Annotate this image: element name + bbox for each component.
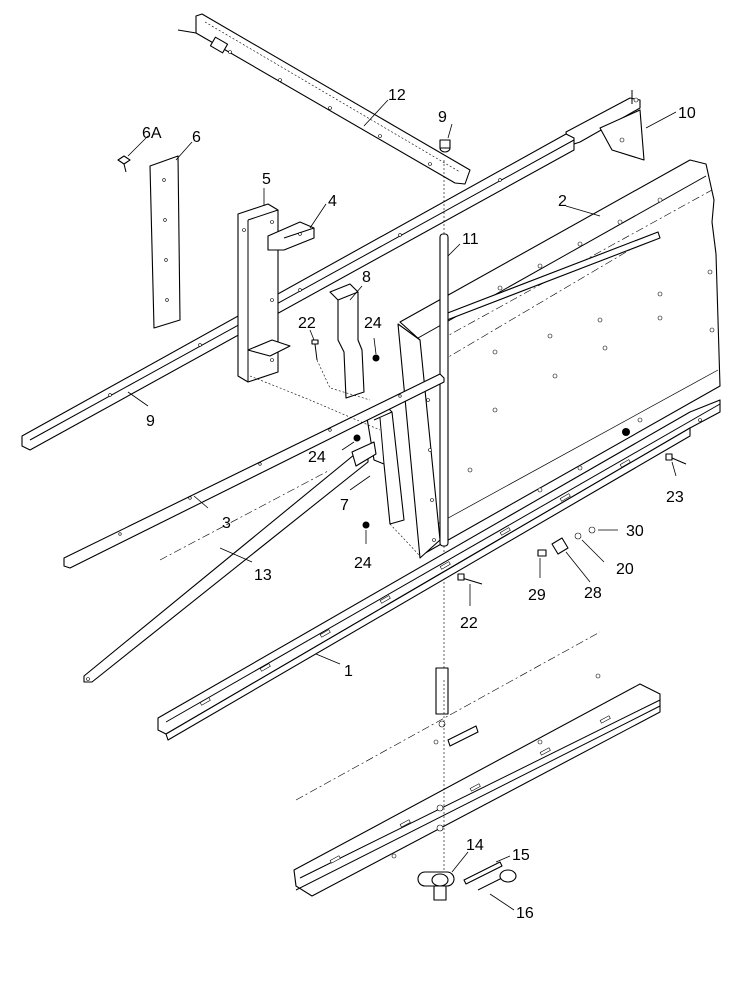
callout-labels: 12 9 10 6A 6 5 4 2 11 8 22 24 9 24 7 3 2…: [142, 87, 696, 922]
callout-2: 2: [558, 193, 567, 210]
part-11-vertical-rod: [439, 160, 449, 680]
part-14-latch: [417, 871, 455, 901]
callout-24-lower: 24: [354, 555, 372, 572]
callout-29: 29: [528, 587, 546, 604]
leader-lines: [127, 99, 677, 911]
part-22-bolt-lower: [457, 573, 483, 585]
part-23-bolt: [665, 453, 687, 465]
part-7-vertical-brace: [365, 403, 405, 525]
part-1-bottom-angle: [157, 399, 721, 741]
callout-4: 4: [328, 193, 337, 210]
callout-22-upper: 22: [298, 315, 316, 332]
part-2-side-panel: [397, 159, 721, 559]
part-13-brace-rod: [83, 441, 377, 683]
callout-3: 3: [222, 515, 231, 532]
part-30-nut: [588, 526, 596, 534]
part-20-washer: [574, 532, 582, 540]
callout-20: 20: [616, 561, 634, 578]
callout-23: 23: [666, 489, 684, 506]
callout-13: 13: [254, 567, 272, 584]
lower-detail-rail: [293, 667, 661, 897]
part-10-corner-bracket: [565, 90, 645, 161]
part-29-screw: [537, 549, 547, 557]
callout-24-upper: 24: [364, 315, 382, 332]
part-28-clip: [551, 537, 569, 555]
callout-11: 11: [462, 231, 479, 248]
callout-15: 15: [512, 847, 530, 864]
callout-8: 8: [362, 269, 371, 286]
callout-9-top: 9: [438, 109, 447, 126]
part-15-pin: [463, 861, 503, 885]
callout-6: 6: [192, 129, 201, 146]
assembly-line: [249, 375, 381, 431]
part-3-long-strip: [63, 373, 445, 569]
assembly-line: [389, 523, 421, 557]
part-24-nut-middle: [353, 434, 361, 442]
part-22-bolt-upper: [311, 339, 371, 401]
part-6A-bolt: [117, 155, 131, 173]
callout-14: 14: [466, 837, 484, 854]
callout-24-middle: 24: [308, 449, 326, 466]
assembly-line: [295, 631, 601, 801]
part-12-top-rail: [177, 13, 471, 185]
callout-22-lower: 22: [460, 615, 478, 632]
part-8-formed-bracket: [329, 283, 365, 399]
callout-5: 5: [262, 171, 271, 188]
callout-12: 12: [388, 87, 406, 104]
callout-6A: 6A: [142, 125, 162, 142]
part-4-bracket: [267, 221, 315, 251]
part-24-nut-lower: [362, 521, 370, 529]
part-16-ring-pin: [477, 869, 517, 891]
part-24-nut-upper: [372, 354, 380, 362]
callout-16: 16: [516, 905, 534, 922]
callout-7: 7: [340, 497, 349, 514]
assembly-line: [159, 469, 331, 561]
part-9-cap-nut: [439, 139, 451, 153]
callout-1: 1: [344, 663, 353, 680]
callout-28: 28: [584, 585, 602, 602]
part-6-strip-plate: [149, 155, 181, 329]
callout-10: 10: [678, 105, 696, 122]
callout-30: 30: [626, 523, 644, 540]
callout-9-rail: 9: [146, 413, 155, 430]
part-9-angle-rail: [21, 133, 575, 451]
